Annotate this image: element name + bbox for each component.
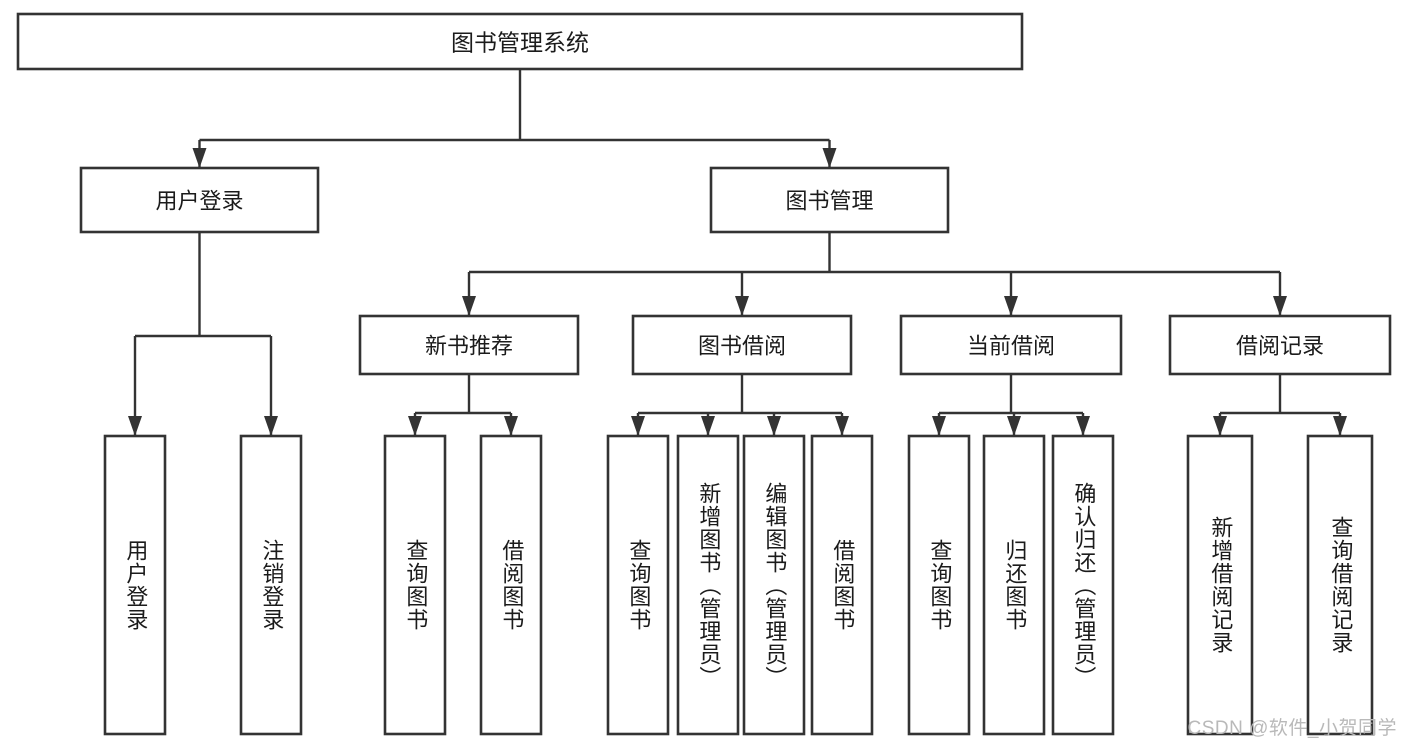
node-leaf-borrow_record-1[interactable] xyxy=(1306,434,1374,736)
node-leaf-borrow_record-0[interactable] xyxy=(1186,434,1254,736)
conn-current-borrow-arrow-2 xyxy=(1076,416,1090,436)
node-leaf-book_borrow-0[interactable] xyxy=(606,434,670,736)
conn-book-borrow-arrow-0 xyxy=(631,416,645,436)
node-leaf-new_book-1[interactable] xyxy=(479,434,543,736)
conn-user-login-arrow-0 xyxy=(128,416,142,436)
conn-new-book-arrow-1 xyxy=(504,416,518,436)
conn-book-borrow-arrow-2 xyxy=(767,416,781,436)
conn-root-arrow-1 xyxy=(822,148,837,168)
conn-user-login-arrow-1 xyxy=(264,416,278,436)
node-level2-0[interactable] xyxy=(79,166,320,234)
node-level3-2[interactable] xyxy=(899,314,1123,376)
node-root-label: 图书管理系统 xyxy=(451,30,589,56)
node-leaf-book_borrow-1[interactable] xyxy=(676,434,740,736)
conn-book-borrow-arrow-1 xyxy=(701,416,715,436)
conn-book-management-arrow-1 xyxy=(735,296,749,316)
conn-book-borrow-arrow-3 xyxy=(835,416,849,436)
node-level3-label-0: 新书推荐 xyxy=(425,334,513,359)
csdn-watermark: CSDN @软件_小贺同学 xyxy=(1187,718,1397,739)
conn-current-borrow-arrow-1 xyxy=(1007,416,1021,436)
node-level3-1[interactable] xyxy=(631,314,853,376)
node-leaf-current_borrow-0[interactable] xyxy=(907,434,971,736)
connectors-layer xyxy=(128,69,1347,436)
node-level3-label-1: 图书借阅 xyxy=(698,334,786,359)
conn-root-arrow-0 xyxy=(192,148,207,168)
node-level3-label-2: 当前借阅 xyxy=(967,334,1055,359)
conn-book-management-arrow-0 xyxy=(462,296,476,316)
conn-book-management-arrow-2 xyxy=(1004,296,1018,316)
node-level2-1[interactable] xyxy=(709,166,950,234)
node-leaf-book_borrow-2[interactable] xyxy=(742,434,806,736)
node-root-book-management-system[interactable] xyxy=(16,12,1024,71)
node-level2-label-1: 图书管理 xyxy=(785,189,873,214)
node-leaf-current_borrow-2[interactable] xyxy=(1051,434,1115,736)
conn-book-management-arrow-3 xyxy=(1273,296,1287,316)
conn-borrow-record-arrow-0 xyxy=(1213,416,1227,436)
node-level3-label-3: 借阅记录 xyxy=(1236,334,1324,359)
node-level3-3[interactable] xyxy=(1168,314,1392,376)
node-leaf-new_book-0[interactable] xyxy=(383,434,447,736)
boxes-layer xyxy=(16,12,1392,736)
node-level3-0[interactable] xyxy=(358,314,580,376)
node-leaf-book_borrow-3[interactable] xyxy=(810,434,874,736)
node-level2-label-0: 用户登录 xyxy=(155,189,243,214)
node-leaf-user_login-0[interactable] xyxy=(103,434,167,736)
conn-new-book-arrow-0 xyxy=(408,416,422,436)
conn-borrow-record-arrow-1 xyxy=(1333,416,1347,436)
node-leaf-current_borrow-1[interactable] xyxy=(982,434,1046,736)
conn-current-borrow-arrow-0 xyxy=(932,416,946,436)
node-leaf-user_login-1[interactable] xyxy=(239,434,303,736)
